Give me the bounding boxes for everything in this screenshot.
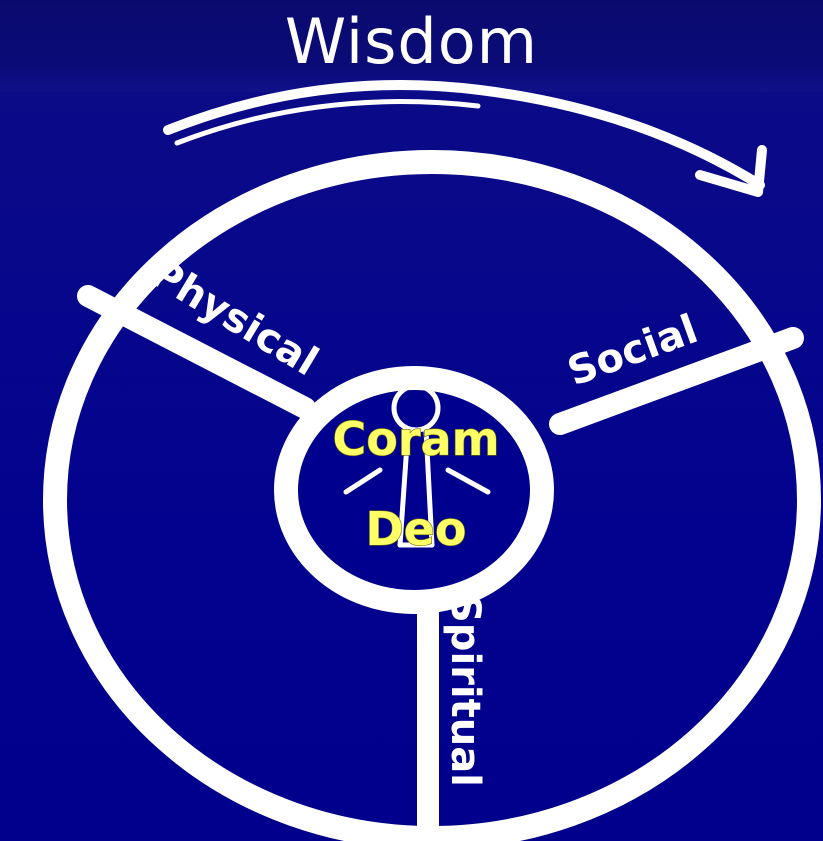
center-label-line2: Deo xyxy=(366,502,467,556)
page-title: Wisdom xyxy=(284,5,539,78)
curved-arrow-icon xyxy=(163,80,767,197)
person-figure-icon xyxy=(343,383,491,548)
hub-ring xyxy=(274,366,554,614)
wheel-spokes xyxy=(77,285,804,841)
center-label-line1: Coram xyxy=(332,412,499,466)
title-band xyxy=(0,0,823,92)
segment-label-spiritual: Spiritual xyxy=(442,594,488,787)
